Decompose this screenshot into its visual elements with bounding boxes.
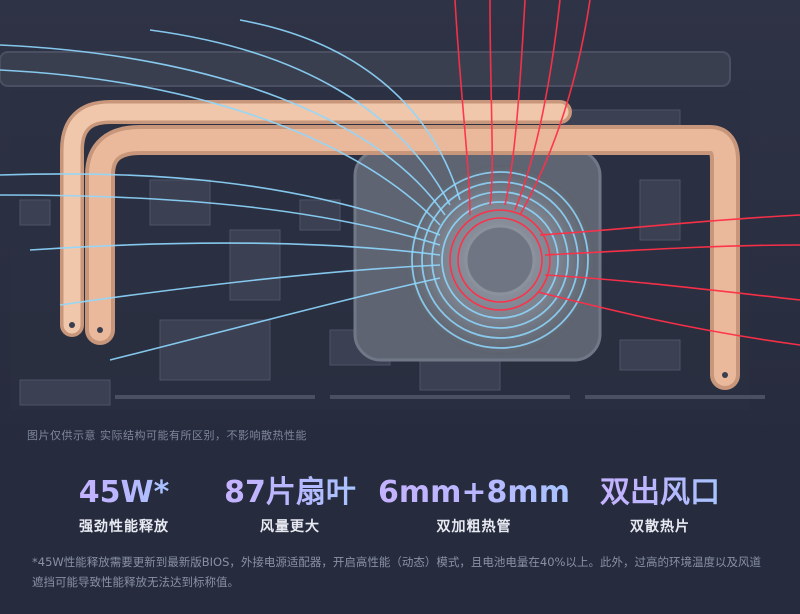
heatpipe-inner [60, 100, 572, 337]
pipe-end-screw [97, 327, 103, 333]
fan-assembly [353, 148, 602, 362]
feature-fan-blades: 87片扇叶 风量更大 [224, 474, 356, 536]
board-pins [115, 395, 765, 399]
cool-airflow-lines [0, 19, 461, 361]
board-components [19, 109, 681, 406]
feature-label: 双加粗热管 [436, 519, 512, 535]
illustration-disclaimer: 图片仅供示意 实际结构可能有所区别，不影响散热性能 [27, 429, 307, 442]
feature-label: 风量更大 [260, 519, 320, 535]
feature-list: 45W* 强劲性能释放 87片扇叶 风量更大 6mm+8mm 双加粗热管 双出风… [0, 474, 800, 544]
airflow-swirl [411, 171, 589, 349]
heatpipe-outer [85, 125, 740, 390]
feature-heatpipes: 6mm+8mm 双加粗热管 [378, 474, 570, 536]
feature-value: 87片扇叶 [224, 475, 356, 510]
fan-hub [464, 224, 536, 296]
pipe-end-screw [722, 372, 728, 378]
cooling-system-illustration [0, 0, 800, 460]
feature-label: 双散热片 [630, 519, 690, 535]
feature-value: 6mm+8mm [378, 475, 570, 510]
feature-value: 双出风口 [600, 475, 720, 510]
pipe-end-screw [69, 322, 75, 328]
feature-performance: 45W* 强劲性能释放 [79, 474, 170, 536]
feature-value: 45W* [78, 475, 170, 510]
hot-airflow-lines [449, 0, 800, 346]
footnote: *45W性能释放需要更新到最新版BIOS，外接电源适配器，开启高性能（动态）模式… [32, 555, 761, 589]
feature-label: 强劲性能释放 [79, 519, 169, 535]
feature-outlets: 双出风口 双散热片 [600, 474, 720, 536]
